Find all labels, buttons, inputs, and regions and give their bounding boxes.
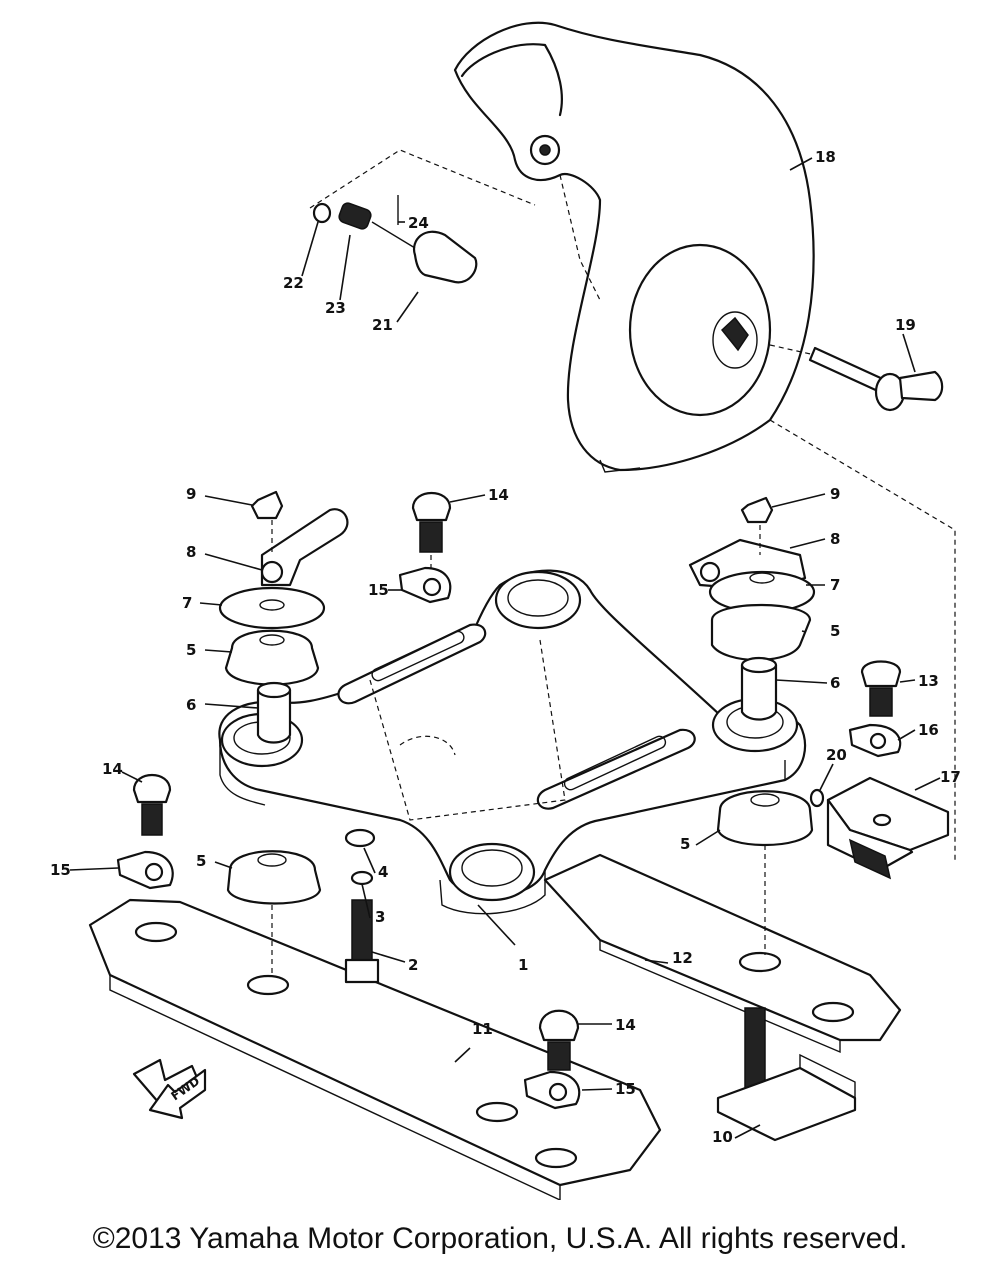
callout-14-bottom: 14 [615, 1016, 636, 1034]
callout-2: 2 [408, 956, 418, 974]
knob-assembly [309, 149, 536, 284]
callout-7-right: 7 [830, 576, 840, 594]
callout-16: 16 [918, 721, 939, 739]
callout-18: 18 [815, 148, 836, 166]
callout-8-right: 8 [830, 530, 840, 548]
right-mount-stack [688, 496, 816, 721]
center-bottom-bolt [523, 1009, 581, 1110]
callout-20: 20 [826, 746, 847, 764]
callout-24: 24 [408, 214, 429, 232]
callout-5-lower-left: 5 [196, 852, 206, 870]
right-bolt-13 [848, 660, 902, 758]
callout-5-lower-right: 5 [680, 835, 690, 853]
callout-19: 19 [895, 316, 916, 334]
guide-line [769, 419, 956, 860]
callout-14-left: 14 [102, 760, 123, 778]
bracket-17 [809, 776, 950, 880]
left-front-bolt [116, 774, 174, 890]
callout-11: 11 [472, 1020, 493, 1038]
callout-9-left: 9 [186, 485, 196, 503]
guide-line-2 [559, 174, 601, 301]
callout-5-upper-left: 5 [186, 641, 196, 659]
callout-1: 1 [518, 956, 528, 974]
left-mount-stack [218, 490, 349, 744]
right-rail [543, 853, 902, 1054]
callout-7-left: 7 [182, 594, 192, 612]
callout-8-left: 8 [186, 543, 196, 561]
callout-15-bottom: 15 [615, 1080, 636, 1098]
callout-10: 10 [712, 1128, 733, 1146]
callout-6-left: 6 [186, 696, 196, 714]
callout-12: 12 [672, 949, 693, 967]
callouts: 1 2 3 4 5 5 5 5 6 6 7 7 8 8 9 9 10 11 12… [50, 148, 961, 1146]
engine-bed [218, 569, 807, 915]
callout-15-left: 15 [50, 861, 71, 879]
shroud-pin [769, 344, 944, 412]
callout-23: 23 [325, 299, 346, 317]
callout-17: 17 [940, 768, 961, 786]
callout-9-right: 9 [830, 485, 840, 503]
callout-6-right: 6 [830, 674, 840, 692]
callout-5-upper-right: 5 [830, 622, 840, 640]
left-rail [88, 898, 662, 1200]
callout-14-center: 14 [488, 486, 509, 504]
exploded-parts-diagram: FWD [50, 21, 961, 1200]
callout-21: 21 [372, 316, 393, 334]
callout-3: 3 [375, 908, 385, 926]
callout-4: 4 [378, 863, 388, 881]
lower-bushings [226, 790, 814, 975]
center-bolt-15 [398, 492, 452, 604]
fan-shroud [453, 21, 815, 473]
leader-lines [69, 157, 941, 1139]
callout-15-center: 15 [368, 581, 389, 599]
callout-13: 13 [918, 672, 939, 690]
callout-22: 22 [283, 274, 304, 292]
stud-plate-10 [716, 1007, 857, 1142]
bolt-2 [344, 828, 380, 984]
copyright-notice: ©2013 Yamaha Motor Corporation, U.S.A. A… [92, 1222, 908, 1255]
